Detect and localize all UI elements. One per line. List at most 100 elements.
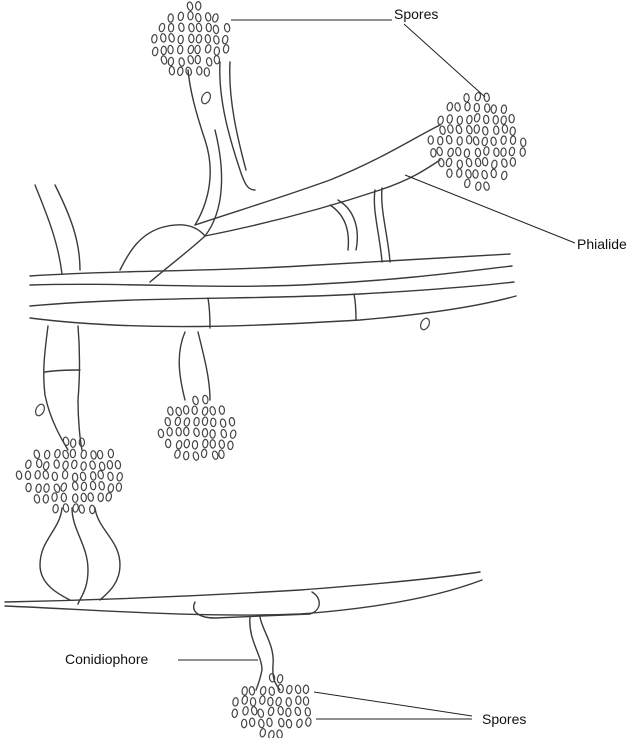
spore <box>15 470 23 480</box>
spore <box>483 181 490 191</box>
spore <box>196 65 203 76</box>
hypha-bottom-bottom <box>4 579 483 616</box>
spore <box>220 428 228 439</box>
spore <box>80 449 87 460</box>
spore <box>35 458 43 469</box>
spore <box>473 102 481 113</box>
spore <box>115 482 123 492</box>
hyphae <box>4 61 517 691</box>
spore <box>445 135 453 145</box>
spore <box>89 460 96 470</box>
spore <box>427 135 434 145</box>
spore <box>178 22 185 33</box>
spore <box>209 406 216 416</box>
spore <box>248 717 256 728</box>
spore <box>493 147 500 157</box>
spore <box>267 696 274 707</box>
spore <box>248 686 256 696</box>
spore <box>72 503 79 513</box>
spore <box>192 395 199 406</box>
spore <box>232 697 239 707</box>
spore <box>212 24 220 35</box>
spore <box>164 438 172 449</box>
spore <box>223 22 231 33</box>
spore <box>211 450 219 460</box>
spore <box>473 124 480 134</box>
spore <box>107 483 115 493</box>
conidiophore-bottom <box>259 616 281 691</box>
spore <box>187 55 195 65</box>
bottom-cell <box>193 591 320 619</box>
spore <box>465 157 473 168</box>
spore <box>218 449 225 459</box>
septum <box>207 297 211 329</box>
spore <box>501 158 508 168</box>
spore <box>277 705 284 716</box>
spore <box>164 416 172 427</box>
spore <box>474 147 482 158</box>
spore <box>229 429 237 439</box>
spore <box>436 146 443 157</box>
spore <box>192 451 200 461</box>
spore <box>62 449 69 460</box>
spore <box>259 695 266 705</box>
spore <box>151 46 159 57</box>
spore <box>195 12 202 23</box>
spore <box>472 169 479 179</box>
spore <box>183 426 190 437</box>
spore <box>456 159 463 170</box>
conidiophore-left <box>77 325 83 451</box>
spore <box>204 34 212 44</box>
spore-cluster <box>157 394 237 461</box>
spore <box>177 66 184 77</box>
spore <box>194 44 201 55</box>
hypha-middle-top <box>29 281 515 307</box>
spore <box>240 718 248 729</box>
conidiophore-middle <box>178 331 186 401</box>
spore <box>491 159 498 170</box>
spore <box>188 22 195 33</box>
spore <box>276 673 284 684</box>
spore <box>116 472 124 482</box>
label-spores-bottom: Spores <box>482 711 527 727</box>
spore <box>481 169 488 180</box>
spore <box>437 115 444 126</box>
spore <box>191 405 198 416</box>
spore <box>183 417 191 427</box>
spore <box>183 438 191 449</box>
leader-spores-bottom-a <box>313 691 473 717</box>
loose-spore <box>34 403 46 417</box>
spore <box>500 147 507 157</box>
spore <box>446 114 453 124</box>
stalk-top <box>204 129 223 237</box>
spore <box>509 126 516 136</box>
spore <box>168 65 176 76</box>
spore <box>285 718 293 729</box>
spore <box>508 113 515 124</box>
spore <box>42 461 50 471</box>
spore <box>482 126 489 136</box>
spore <box>267 706 275 717</box>
spore <box>465 134 473 145</box>
spore <box>54 448 61 459</box>
spore <box>500 135 507 145</box>
spore <box>218 439 226 450</box>
spore <box>35 483 42 494</box>
spore <box>508 146 516 157</box>
spore <box>500 170 508 181</box>
spore <box>268 686 275 696</box>
spore <box>447 124 454 134</box>
spore <box>71 481 79 491</box>
spore <box>294 706 302 717</box>
spore <box>168 33 175 43</box>
spore <box>98 480 105 491</box>
spore <box>464 101 471 112</box>
phialide-branch <box>373 189 383 263</box>
spore <box>90 450 97 460</box>
spore <box>202 438 209 449</box>
spore <box>493 125 500 136</box>
leader-phialide <box>404 174 576 244</box>
bulb-connector <box>39 507 71 601</box>
spore <box>175 440 183 450</box>
conidiophore-bottom <box>249 616 263 691</box>
